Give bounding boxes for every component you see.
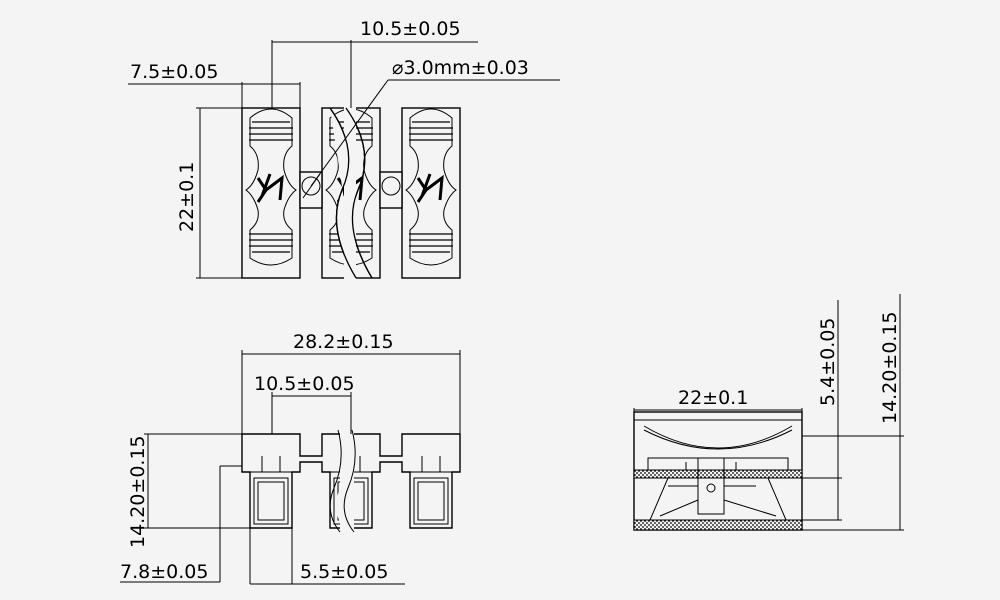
dim-side-height: 14.20±0.15 — [802, 294, 904, 531]
dim-label: 10.5±0.05 — [360, 18, 461, 40]
screw-holes — [299, 171, 403, 209]
side-mechanism — [647, 457, 789, 521]
logo-mark-left — [256, 173, 284, 203]
dim-label: 7.8±0.05 — [120, 561, 208, 583]
terminal-middle — [321, 106, 381, 280]
dim-hole-diameter: ⌀3.0mm±0.03 — [310, 57, 560, 187]
dim-label: 14.20±0.15 — [127, 435, 149, 548]
dim-label: 28.2±0.15 — [293, 331, 394, 353]
dim-front-height: 14.20±0.15 — [127, 433, 250, 548]
dim-front-pitch: 10.5±0.05 — [254, 373, 355, 434]
dim-label: 5.5±0.05 — [300, 561, 388, 583]
clamp-left — [249, 456, 293, 529]
front-break — [329, 429, 356, 534]
side-view: 22±0.1 5.4±0.05 14.20±0.15 — [633, 294, 904, 531]
dim-label: ⌀3.0mm±0.03 — [392, 57, 529, 79]
dim-top-pitch: 10.5±0.05 — [271, 18, 478, 108]
dim-overall-width: 28.2±0.15 — [241, 331, 461, 434]
dim-label: 22±0.1 — [176, 162, 198, 232]
dim-label: 7.5±0.05 — [130, 61, 218, 83]
hatched-band-upper — [633, 469, 803, 479]
dim-label: 5.4±0.05 — [817, 318, 839, 406]
terminal-left — [241, 107, 301, 279]
dim-label: 14.20±0.15 — [879, 311, 901, 424]
terminal-right — [401, 107, 461, 279]
dim-top-height: 22±0.1 — [176, 107, 242, 279]
dim-inner-width: 5.5±0.05 — [249, 528, 405, 585]
clamp-right — [409, 456, 453, 529]
dim-label: 10.5±0.05 — [254, 373, 355, 395]
top-view: 10.5±0.05 ⌀3.0mm±0.03 7.5±0.05 22±0.1 — [128, 18, 560, 280]
dim-label: 22±0.1 — [678, 387, 748, 409]
front-view: 28.2±0.15 10.5±0.05 14.20±0.15 7.8±0.05 — [120, 331, 461, 585]
dim-lower-height: 5.4±0.05 — [802, 300, 842, 521]
hatched-band-lower — [633, 519, 803, 531]
dim-housing-width: 7.5±0.05 — [128, 61, 301, 108]
dim-outer-width: 7.8±0.05 — [120, 465, 242, 583]
dim-side-length: 22±0.1 — [633, 387, 803, 412]
